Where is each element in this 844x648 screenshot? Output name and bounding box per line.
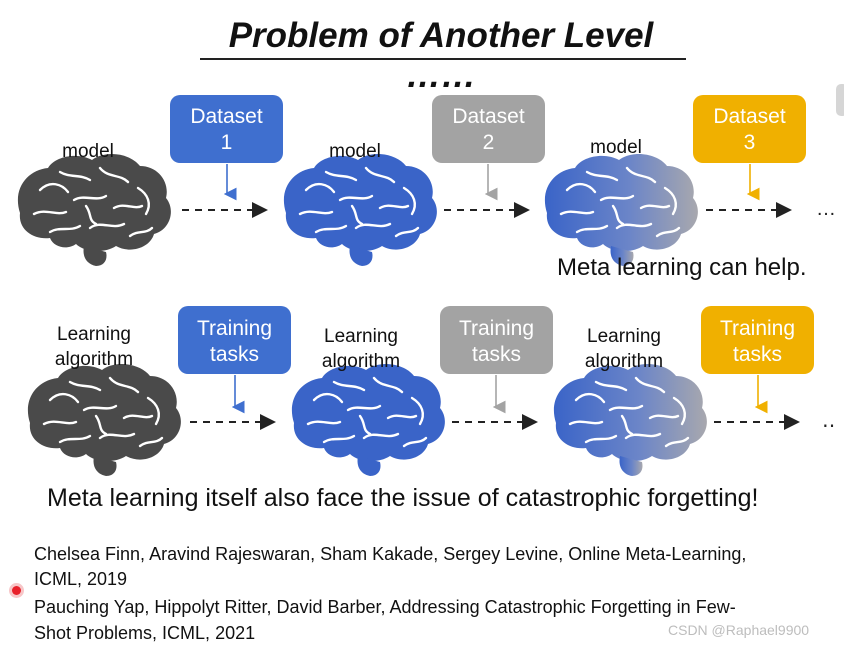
svg-text:Dataset: Dataset [190,105,263,128]
svg-text:1: 1 [221,131,233,154]
ellipsis: … [816,198,836,220]
svg-text:tasks: tasks [210,343,259,366]
brain-icon [17,154,171,266]
reference-line: ICML, 2019 [34,569,128,589]
watermark: CSDN @Raphael9900 [668,622,810,638]
learning-algorithm-label: Learning [587,326,661,347]
reference-line: Pauching Yap, Hippolyt Ritter, David Bar… [34,597,736,617]
brain-icon [283,154,437,266]
model-label: model [329,141,381,162]
svg-text:Dataset: Dataset [713,105,786,128]
svg-text:2: 2 [483,131,495,154]
brain-icon [553,364,707,476]
svg-text:tasks: tasks [733,343,782,366]
laser-pointer-dot [12,586,21,595]
dataset-box-3: Dataset 3 [693,95,806,163]
dataset-box-2: Dataset 2 [432,95,545,163]
learning-algorithm-label: Learning [57,324,131,345]
title-underline [200,58,686,60]
svg-text:3: 3 [744,131,756,154]
catastrophic-forgetting-text: Meta learning itself also face the issue… [47,484,759,512]
ellipsis: ‥ [822,410,835,432]
brain-icon [27,364,181,476]
learning-algorithm-label: algorithm [585,351,663,372]
training-tasks-box-2: Training tasks [440,306,553,374]
model-label: model [62,141,114,162]
brain-icon [544,154,698,266]
learning-algorithm-label: algorithm [55,349,133,370]
training-tasks-box-1: Training tasks [178,306,291,374]
reference-line: Chelsea Finn, Aravind Rajeswaran, Sham K… [34,544,747,564]
meta-learning-can-help-text: Meta learning can help. [557,254,807,281]
reference-line: Shot Problems, ICML, 2021 [34,623,256,643]
learning-algorithm-label: Learning [324,326,398,347]
training-tasks-box-3: Training tasks [701,306,814,374]
dataset-box-1: Dataset 1 [170,95,283,163]
svg-text:Dataset: Dataset [452,105,525,128]
slide-title: Problem of Another Level …… [228,16,654,95]
learning-algorithm-label: algorithm [322,351,400,372]
svg-text:tasks: tasks [472,343,521,366]
model-label: model [590,137,642,158]
svg-text:Training: Training [720,317,795,340]
edge-handle[interactable] [836,84,844,116]
brain-icon [291,364,445,476]
svg-text:Training: Training [459,317,534,340]
svg-text:Training: Training [197,317,272,340]
